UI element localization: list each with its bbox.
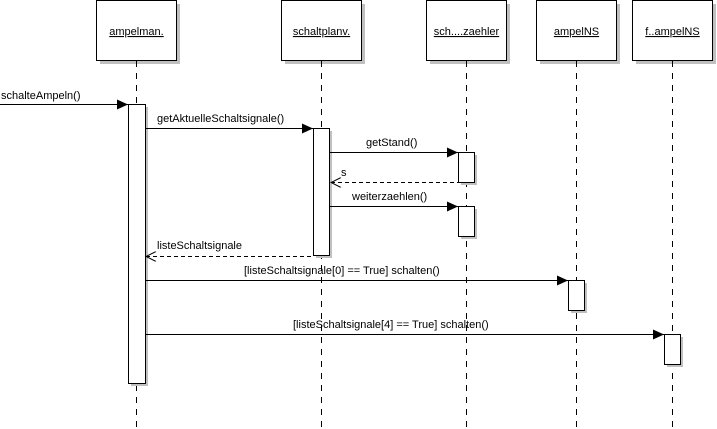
message-label: getStand() <box>366 137 417 149</box>
activation-bar[interactable] <box>313 128 330 256</box>
lifeline-ampelNS[interactable]: ampelNS <box>536 0 621 429</box>
object-box[interactable] <box>536 0 617 61</box>
message-label: s <box>341 167 347 179</box>
object-label: ampelNS <box>554 26 599 38</box>
message-label: [listeSchaltsignale[4] == True] schalten… <box>293 319 489 331</box>
activation-ampelman[interactable] <box>128 104 149 387</box>
object-label: ampelman. <box>109 26 163 38</box>
object-label: schaltplanv. <box>293 26 350 38</box>
message-schalten-ampelNS[interactable]: [listeSchaltsignale[0] == True] schalten… <box>146 265 568 286</box>
message-label: listeSchaltsignale <box>157 240 242 252</box>
message-schalteAmpeln[interactable]: schalteAmpeln() <box>0 90 128 110</box>
object-label: sch....zaehler <box>434 26 500 38</box>
message-return-listeSchaltsignale[interactable]: listeSchaltsignale <box>146 240 313 257</box>
activation-bar[interactable] <box>568 280 585 311</box>
object-box[interactable] <box>281 0 362 61</box>
message-label: weiterzaehlen() <box>351 191 427 203</box>
activation-fampelNS[interactable] <box>664 334 684 368</box>
message-getStand[interactable]: getStand() <box>330 137 458 158</box>
lifeline-ampelman[interactable]: ampelman. <box>96 0 181 429</box>
object-box[interactable] <box>426 0 507 61</box>
lifeline-fampelNS[interactable]: f..ampelNS <box>632 0 717 429</box>
message-return-s[interactable]: s <box>331 167 458 183</box>
activation-zaehler-2[interactable] <box>458 206 478 240</box>
activation-bar[interactable] <box>664 334 681 365</box>
message-label: schalteAmpeln() <box>1 90 80 102</box>
object-box[interactable] <box>632 0 713 61</box>
activation-bar[interactable] <box>128 104 146 384</box>
activation-bar[interactable] <box>458 152 475 183</box>
lifeline-zaehler[interactable]: sch....zaehler <box>426 0 511 429</box>
activation-schaltplanv[interactable] <box>313 128 333 259</box>
message-label: [listeSchaltsignale[0] == True] schalten… <box>244 265 440 277</box>
message-schalten-fampelNS[interactable]: [listeSchaltsignale[4] == True] schalten… <box>146 319 664 340</box>
activation-bar[interactable] <box>458 206 475 237</box>
message-label: getAktuelleSchaltsignale() <box>157 113 284 125</box>
object-box[interactable] <box>96 0 177 61</box>
activation-zaehler-1[interactable] <box>458 152 478 186</box>
message-weiterzaehlen[interactable]: weiterzaehlen() <box>330 191 458 212</box>
object-label: f..ampelNS <box>645 26 699 38</box>
message-getAktuelleSchaltsignale[interactable]: getAktuelleSchaltsignale() <box>146 113 313 134</box>
lifeline-schaltplanv[interactable]: schaltplanv. <box>281 0 366 429</box>
activation-ampelNS[interactable] <box>568 280 588 314</box>
